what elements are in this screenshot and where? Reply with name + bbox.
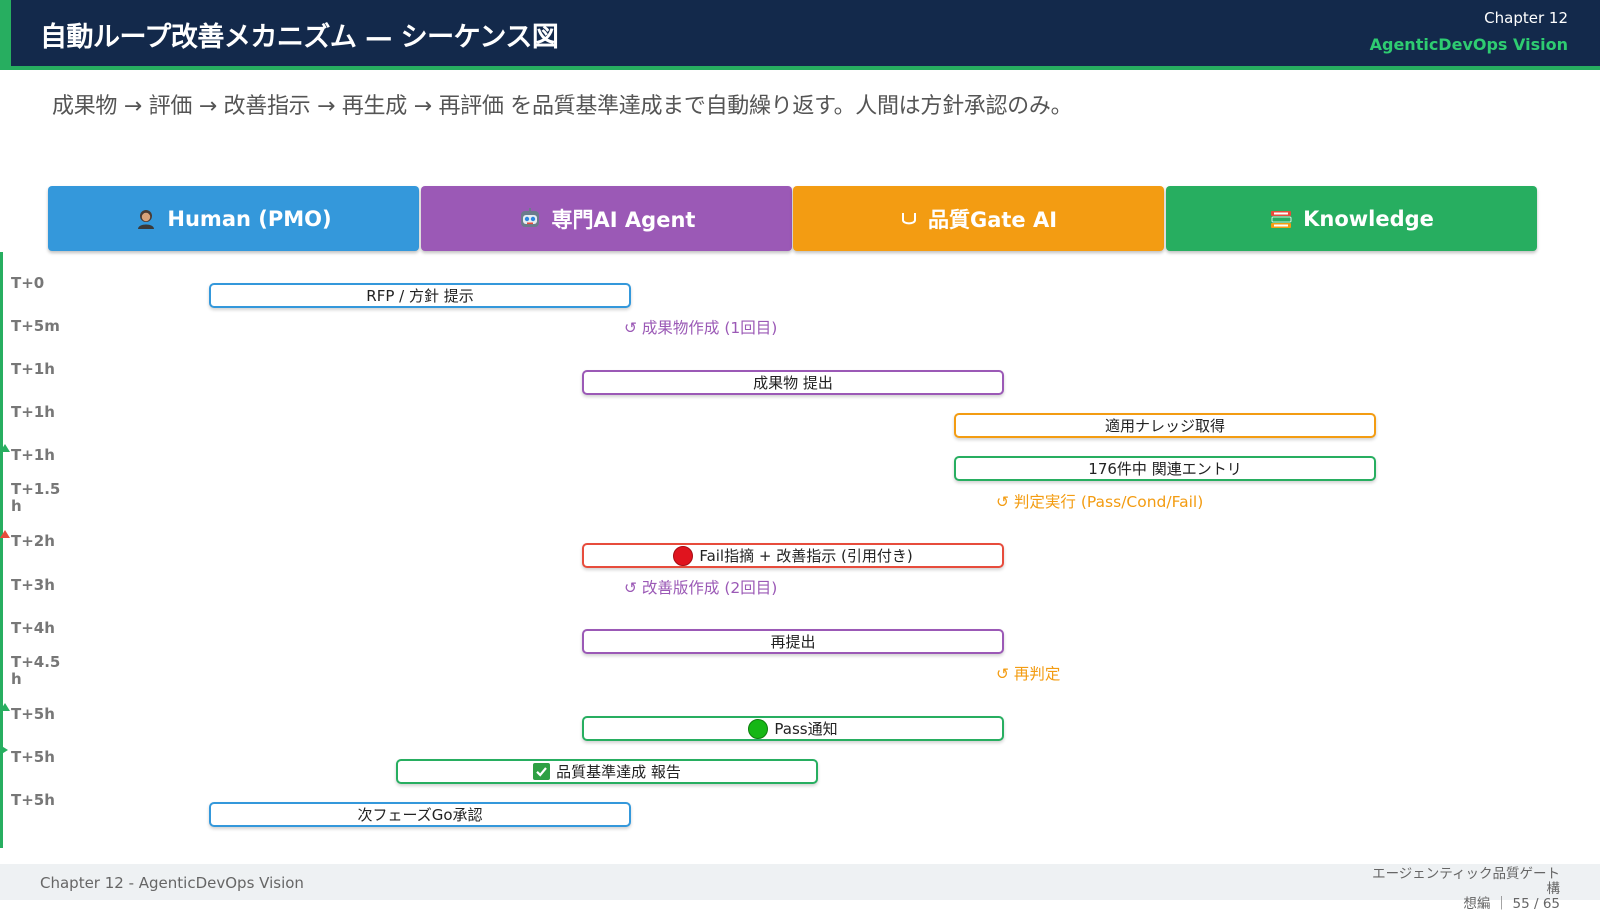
- footer-page-number: 想編 ｜ 55 / 65: [1463, 896, 1560, 912]
- message-text: RFP / 方針 提示: [366, 287, 474, 305]
- message-text: 次フェーズGo承認: [357, 806, 483, 824]
- lane-header-agent: 専門AI Agent: [421, 186, 792, 251]
- fail-status-icon: [673, 545, 694, 566]
- timeline-axis: [0, 252, 3, 848]
- lane-label-gate: 品質Gate AI: [927, 207, 1058, 232]
- time-label: T+1.5 h: [11, 480, 61, 515]
- axis-marker-up-red: [0, 530, 10, 538]
- time-label: T+0: [11, 274, 45, 292]
- lane-header-human: Human (PMO): [48, 186, 419, 251]
- message-text: Pass通知: [774, 720, 838, 738]
- message-box: 再提出: [582, 629, 1004, 654]
- footer-chapter-label: Chapter 12 - AgenticDevOps Vision: [40, 874, 304, 892]
- message-box: RFP / 方針 提示: [209, 283, 631, 308]
- time-label: T+4h: [11, 619, 55, 637]
- footer-bar: Chapter 12 - AgenticDevOps Vision エージェンテ…: [0, 864, 1600, 912]
- page-title: 自動ループ改善メカニズム — シーケンス図: [40, 22, 559, 53]
- time-label: T+5m: [11, 317, 60, 335]
- time-label: T+4.5 h: [11, 653, 61, 688]
- time-label: T+1h: [11, 403, 55, 421]
- lane-header-gate: 品質Gate AI: [793, 186, 1164, 251]
- books-icon: [1269, 208, 1293, 230]
- message-text: 品質基準達成 報告: [556, 763, 681, 781]
- person-icon: [135, 208, 157, 230]
- axis-marker-up-green: [0, 703, 10, 711]
- message-text: 再提出: [770, 633, 816, 651]
- time-label: T+5h: [11, 791, 55, 809]
- message-box: 176件中 関連エントリ: [954, 456, 1376, 481]
- message-box: 品質基準達成 報告: [396, 759, 818, 784]
- header-accent-stripe: [0, 0, 11, 66]
- self-note: ↺ 判定実行 (Pass/Cond/Fail): [996, 493, 1204, 511]
- axis-marker-right-green: [0, 745, 8, 755]
- time-label: T+3h: [11, 576, 55, 594]
- message-box: Pass通知: [582, 716, 1004, 741]
- time-label: T+5h: [11, 705, 55, 723]
- time-label: T+5h: [11, 748, 55, 766]
- lane-label-human: Human (PMO): [167, 206, 332, 231]
- axis-marker-up-green: [0, 444, 10, 452]
- header-bar: 自動ループ改善メカニズム — シーケンス図 Chapter 12 Agentic…: [0, 0, 1600, 70]
- self-note: ↺ 改善版作成 (2回目): [624, 579, 778, 597]
- robot-icon: [518, 207, 542, 231]
- lane-label-agent: 専門AI Agent: [551, 207, 696, 232]
- message-box: Fail指摘 + 改善指示 (引用付き): [582, 543, 1004, 568]
- message-text: 適用ナレッジ取得: [1104, 417, 1225, 435]
- footer-page-info: エージェンティック品質ゲート 構 想編 ｜ 55 / 65: [1370, 867, 1560, 912]
- message-text: 176件中 関連エントリ: [1088, 460, 1242, 478]
- chapter-label: Chapter 12: [1484, 9, 1568, 27]
- self-note: ↺ 成果物作成 (1回目): [624, 319, 778, 337]
- message-text: Fail指摘 + 改善指示 (引用付き): [699, 547, 913, 565]
- pass-status-icon: [748, 718, 769, 739]
- message-text: 成果物 提出: [753, 374, 833, 392]
- message-box: 次フェーズGo承認: [209, 802, 631, 827]
- lane-label-knowledge: Knowledge: [1303, 206, 1434, 231]
- time-label: T+2h: [11, 532, 55, 550]
- message-box: 適用ナレッジ取得: [954, 413, 1376, 438]
- time-label: T+1h: [11, 360, 55, 378]
- shield-icon: [900, 209, 918, 229]
- self-note: ↺ 再判定: [996, 665, 1061, 683]
- footer-deck-title: エージェンティック品質ゲート 構: [1372, 866, 1560, 897]
- message-box: 成果物 提出: [582, 370, 1004, 395]
- check-icon: [533, 763, 551, 780]
- lane-header-knowledge: Knowledge: [1166, 186, 1537, 251]
- page-subtitle: 成果物 → 評価 → 改善指示 → 再生成 → 再評価 を品質基準達成まで自動繰…: [52, 94, 1073, 119]
- time-label: T+1h: [11, 446, 55, 464]
- brand-label: AgenticDevOps Vision: [1369, 35, 1568, 54]
